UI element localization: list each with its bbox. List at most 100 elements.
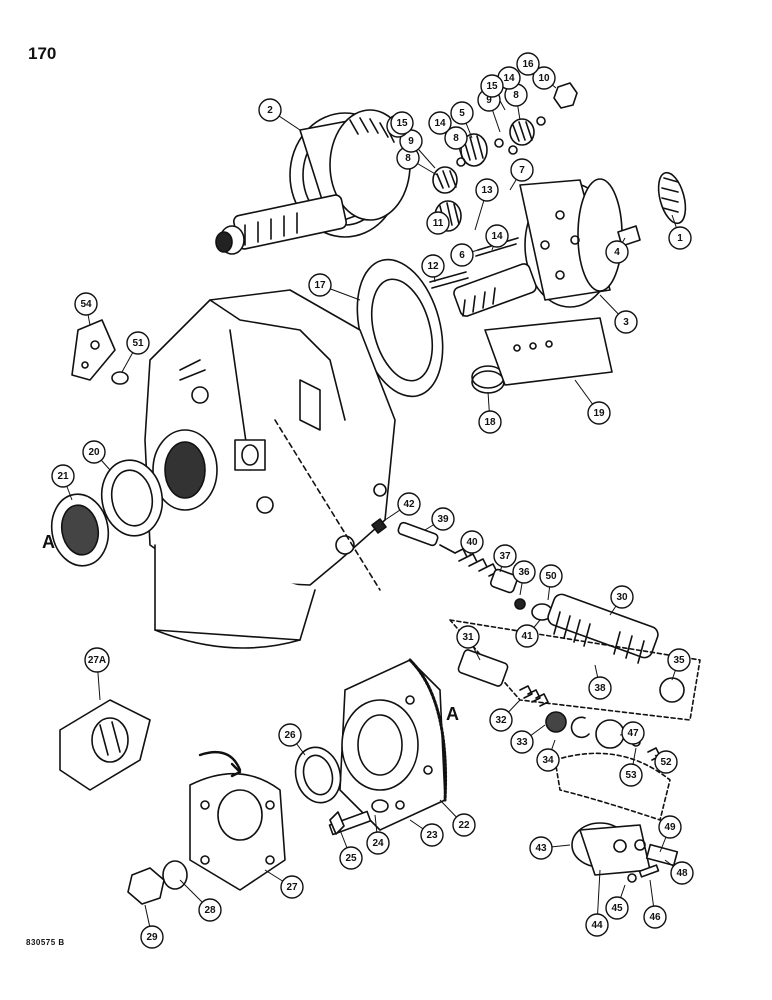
- callout-label: 26: [284, 730, 296, 741]
- callout-circle: [670, 861, 694, 885]
- callout-circle: [82, 440, 106, 464]
- callout-20: 20: [82, 440, 106, 464]
- callout-23: 23: [420, 823, 444, 847]
- callout-label: 13: [481, 185, 493, 196]
- callout-1: 1: [668, 226, 692, 250]
- yoke-and-flange: [59, 699, 286, 905]
- callout-45: 45: [605, 896, 629, 920]
- callout-26: 26: [278, 723, 302, 747]
- valve-cover: [554, 752, 679, 883]
- callout-label: 19: [593, 408, 605, 419]
- callout-circle: [444, 126, 468, 150]
- callout-30: 30: [610, 585, 634, 609]
- callout-label: 21: [57, 471, 69, 482]
- callout-label: 15: [486, 81, 498, 92]
- callout-label: 15: [396, 118, 408, 129]
- callout-label: 51: [132, 338, 144, 349]
- callout-circle: [668, 226, 692, 250]
- callout-circle: [308, 273, 332, 297]
- page-number: 170: [28, 44, 57, 63]
- callout-circle: [485, 224, 509, 248]
- callout-circle: [654, 750, 678, 774]
- callout-42: 42: [397, 492, 421, 516]
- callout-22: 22: [452, 813, 476, 837]
- callout-34: 34: [536, 748, 560, 772]
- callout-label: 52: [660, 757, 672, 768]
- callout-circle: [420, 823, 444, 847]
- callout-circle: [588, 676, 612, 700]
- callout-circle: [512, 560, 536, 584]
- callout-7: 7: [510, 158, 534, 182]
- callout-circle: [478, 410, 502, 434]
- callout-circle: [74, 292, 98, 316]
- callout-label: 27: [286, 882, 298, 893]
- callout-circle: [126, 331, 150, 355]
- callout-label: 8: [405, 153, 411, 164]
- callout-label: 4: [614, 247, 620, 258]
- callout-circle: [585, 913, 609, 937]
- callout-31: 31: [456, 625, 480, 649]
- callout-label: 1: [677, 233, 683, 244]
- callout-label: 35: [673, 655, 685, 666]
- callout-label: 46: [649, 912, 661, 923]
- callout-5: 5: [450, 101, 474, 125]
- callout-circle: [428, 111, 452, 135]
- transmission-housing: [144, 289, 396, 649]
- callout-circle: [140, 925, 164, 949]
- callout-27a: 27A: [84, 647, 110, 673]
- callout-21: 21: [51, 464, 75, 488]
- callout-label: 11: [433, 218, 444, 229]
- callout-label: 14: [491, 231, 503, 242]
- callout-circle: [587, 401, 611, 425]
- callout-circle: [198, 898, 222, 922]
- callout-15: 15: [480, 74, 504, 98]
- callout-4: 4: [605, 240, 629, 264]
- callout-label: 10: [538, 73, 550, 84]
- callout-28: 28: [198, 898, 222, 922]
- callout-circle: [610, 585, 634, 609]
- callout-53: 53: [619, 763, 643, 787]
- callout-label: 14: [503, 73, 515, 84]
- parts-artwork: [50, 82, 701, 905]
- callout-label: 7: [519, 165, 525, 176]
- callout-circle: [621, 721, 645, 745]
- callout-label: 9: [408, 136, 414, 147]
- callout-18: 18: [478, 410, 502, 434]
- valve-spool-assembly: [371, 518, 701, 765]
- callout-41: 41: [515, 624, 539, 648]
- callout-44: 44: [585, 913, 609, 937]
- callout-circle: [529, 836, 553, 860]
- callout-label: 24: [372, 838, 384, 849]
- figure-code: 830575 B: [26, 938, 65, 947]
- callout-33: 33: [510, 730, 534, 754]
- callout-label: 54: [80, 299, 92, 310]
- callout-label: 17: [314, 280, 326, 291]
- callout-label: 37: [499, 551, 511, 562]
- callout-label: 9: [486, 95, 492, 106]
- callout-circle: [532, 66, 556, 90]
- callout-circle: [450, 243, 474, 267]
- bracket: [71, 319, 129, 385]
- callout-51: 51: [126, 331, 150, 355]
- callout-47: 47: [621, 721, 645, 745]
- callout-label: 12: [427, 261, 439, 272]
- section-letter-a-left: A: [42, 532, 55, 552]
- callout-circle: [421, 254, 445, 278]
- callout-43: 43: [529, 836, 553, 860]
- callout-label: 32: [495, 715, 507, 726]
- callout-17: 17: [308, 273, 332, 297]
- callout-circle: [460, 530, 484, 554]
- callout-25: 25: [339, 846, 363, 870]
- callout-label: 45: [611, 903, 623, 914]
- callout-3: 3: [614, 310, 638, 334]
- callout-label: 40: [466, 537, 478, 548]
- callout-2: 2: [258, 98, 282, 122]
- callout-label: 30: [616, 592, 628, 603]
- callout-circle: [643, 905, 667, 929]
- callout-16: 16: [516, 52, 540, 76]
- callout-label: 48: [676, 868, 688, 879]
- callout-label: 3: [623, 317, 629, 328]
- callout-label: 18: [484, 417, 496, 428]
- callout-circle: [452, 813, 476, 837]
- callout-circle: [84, 647, 110, 673]
